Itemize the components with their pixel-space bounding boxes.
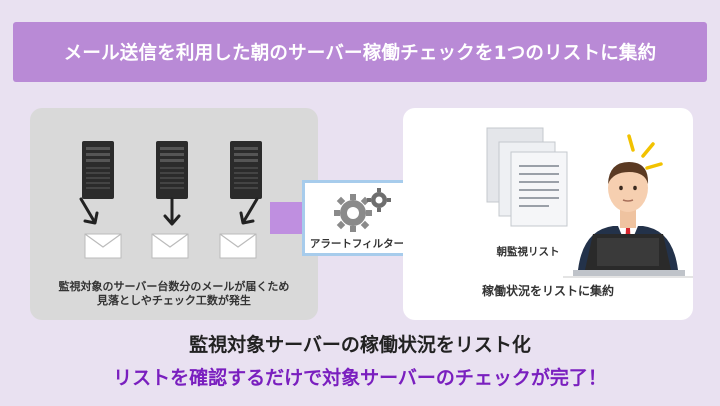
server-icon — [156, 141, 188, 199]
list-panel: 朝監視リスト 稼働状況をリストに集約 — [403, 108, 693, 320]
server-icon — [230, 141, 262, 199]
server-icon — [82, 141, 114, 199]
arrow-down-icon — [163, 197, 181, 226]
caption-line: 監視対象のサーバー台数分のメールが届くため — [58, 280, 290, 293]
document-label: 朝監視リスト — [496, 246, 560, 258]
title-banner: メール送信を利用した朝のサーバー稼働チェックを1つのリストに集約 — [13, 22, 707, 82]
mail-icon — [219, 233, 257, 259]
gears-icon — [334, 188, 391, 232]
filter-label: アラートフィルター — [309, 238, 405, 250]
subheadline: リストを確認するだけで対象サーバーのチェックが完了！ — [113, 367, 607, 389]
servers-caption: 監視対象のサーバー台数分のメールが届くため 見落としやチェック工数が発生 — [30, 280, 318, 308]
headline: 監視対象サーバーの稼働状況をリスト化 — [189, 334, 531, 356]
arrow-down-right-icon — [79, 197, 99, 225]
page-title: メール送信を利用した朝のサーバー稼働チェックを1つのリストに集約 — [63, 43, 657, 64]
mail-icon — [151, 233, 189, 259]
alert-filter-box: アラートフィルター — [302, 180, 412, 256]
mail-icon — [84, 233, 122, 259]
list-caption: 稼働状況をリストに集約 — [481, 284, 614, 298]
caption-line: 見落としやチェック工数が発生 — [97, 294, 251, 307]
documents-icon — [486, 127, 568, 227]
person-at-laptop-icon — [563, 134, 693, 278]
arrow-down-left-icon — [239, 197, 259, 225]
